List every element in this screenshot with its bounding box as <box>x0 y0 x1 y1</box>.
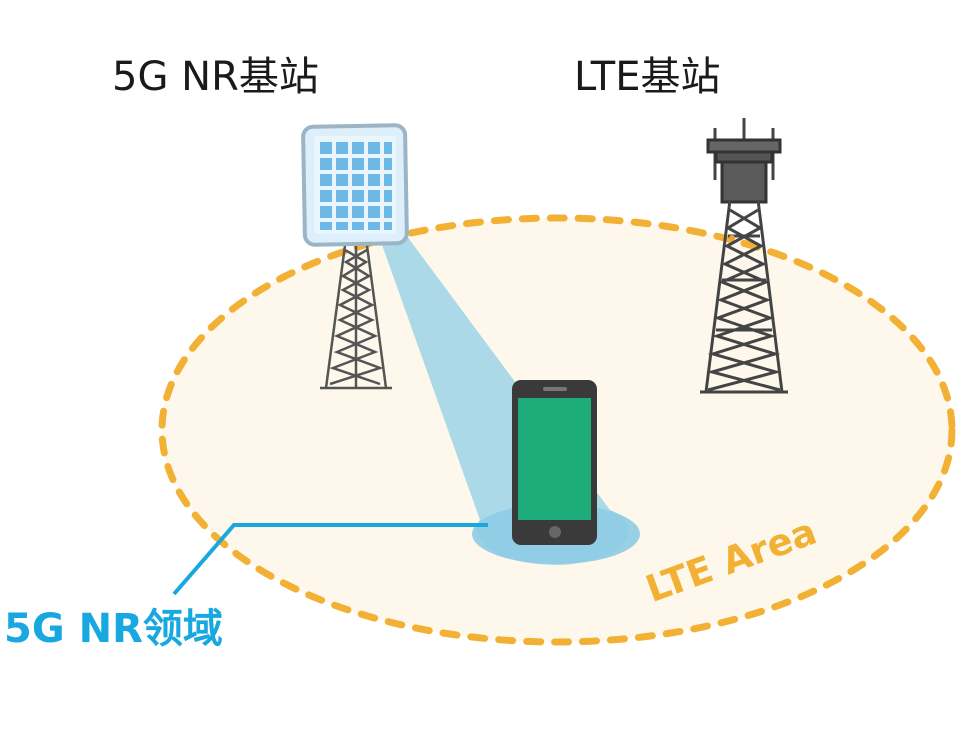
cell-tower-icon <box>700 118 788 394</box>
nr-area-leader-line <box>172 523 488 596</box>
nr-area-label: 5G NR领域 <box>4 606 223 652</box>
antenna-panel-icon <box>301 123 409 247</box>
nr-base-station-label: 5G NR基站 <box>112 54 319 100</box>
smartphone-icon <box>512 380 597 545</box>
lte-base-station-label: LTE基站 <box>574 54 721 100</box>
